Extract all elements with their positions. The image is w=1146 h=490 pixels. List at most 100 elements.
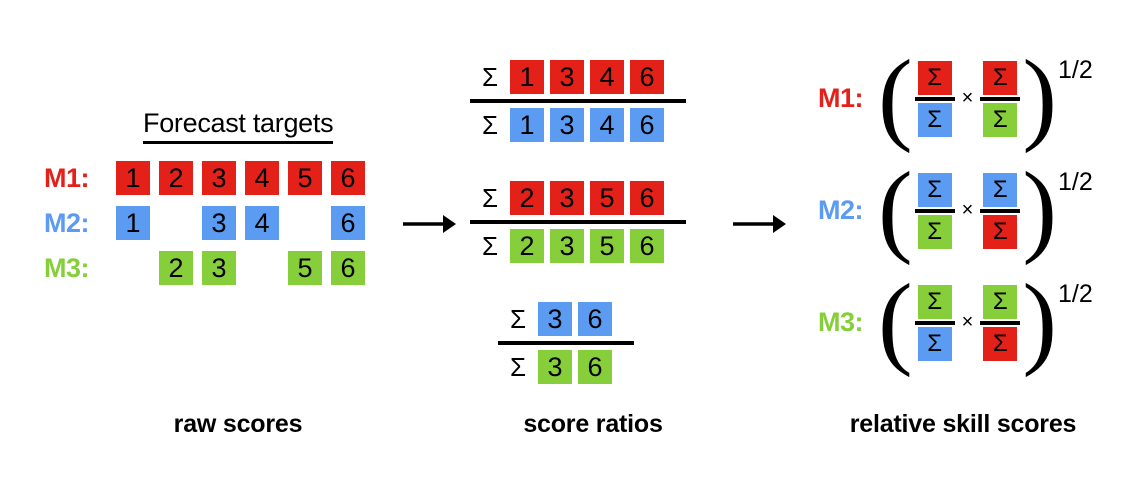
row-label-m2: M2:	[44, 207, 90, 238]
fraction-bar	[470, 99, 686, 103]
caption-raw-scores: raw scores	[173, 410, 303, 438]
sigma-box-numerator: Σ	[983, 60, 1018, 95]
sigma-box-numerator: Σ	[983, 284, 1018, 319]
skill-fraction-term-2: Σ Σ	[980, 284, 1021, 361]
skill-fraction-term-1: Σ Σ	[914, 284, 955, 361]
sigma-box-denominator: Σ	[917, 326, 952, 361]
skill-fraction-term-2: Σ Σ	[980, 172, 1021, 249]
fraction-bar	[914, 320, 955, 325]
sigma-box-numerator: Σ	[917, 172, 952, 207]
ratio-cell: 6	[578, 302, 612, 336]
caption-relative-skill-scores: relative skill scores	[849, 410, 1077, 438]
ratio-cell: 1	[510, 60, 544, 94]
sigma-icon: Σ	[481, 231, 499, 261]
raw-cell: 1	[116, 206, 150, 240]
sigma-icon: Σ	[481, 62, 499, 92]
skill-label-m1: M1:	[818, 83, 864, 114]
skill-fraction-term-1: Σ Σ	[914, 60, 955, 137]
score-ratio-fraction-1: Σ 1 3 4 6 Σ 1 3 4 6	[470, 60, 686, 142]
sigma-box-denominator: Σ	[917, 102, 952, 137]
ratio-cell: 3	[550, 181, 584, 215]
raw-cell-empty	[288, 206, 322, 240]
numerator-cells: 1 3 4 6	[510, 60, 664, 94]
fraction-numerator: Σ 3 6	[498, 302, 634, 336]
sigma-icon: Σ	[481, 110, 499, 140]
fraction-bar	[914, 208, 955, 213]
raw-score-row-m1: M1: 1 2 3 4 5 6	[44, 161, 365, 195]
raw-cell: 4	[245, 206, 279, 240]
raw-cell: 3	[202, 251, 236, 285]
sigma-icon: Σ	[509, 352, 527, 382]
flow-arrow-icon	[403, 215, 456, 233]
fraction-bar	[470, 220, 686, 224]
paren-left: (	[878, 151, 913, 266]
raw-cell: 4	[245, 161, 279, 195]
numerator-cells: 2 3 5 6	[510, 181, 664, 215]
raw-cell: 2	[159, 161, 193, 195]
paren-left: (	[878, 39, 913, 154]
raw-score-row-m3: M3: 2 3 5 6	[44, 251, 365, 285]
ratio-cell: 3	[538, 302, 572, 336]
ratio-cell: 2	[510, 181, 544, 215]
raw-cells-m2: 1 3 4 6	[116, 206, 365, 240]
ratio-cell: 6	[630, 108, 664, 142]
raw-cell: 6	[331, 206, 365, 240]
raw-cell: 1	[116, 161, 150, 195]
raw-score-row-m2: M2: 1 3 4 6	[44, 206, 365, 240]
score-ratio-fraction-3: Σ 3 6 Σ 3 6	[498, 302, 634, 384]
ratio-cell: 6	[630, 229, 664, 263]
exponent-label: 1/2	[1057, 56, 1093, 84]
fraction-numerator: Σ 1 3 4 6	[470, 60, 686, 94]
raw-cell: 3	[202, 161, 236, 195]
ratio-cell: 6	[578, 350, 612, 384]
ratio-cell: 4	[590, 108, 624, 142]
raw-cell: 6	[331, 251, 365, 285]
ratio-cell: 6	[630, 181, 664, 215]
skill-score-row-m2: M2: ( Σ Σ × Σ Σ ) 1/2	[818, 156, 1093, 260]
flow-arrow-icon	[733, 215, 786, 233]
exponent-label: 1/2	[1057, 280, 1093, 308]
sigma-box-numerator: Σ	[983, 172, 1018, 207]
exponent-label: 1/2	[1057, 168, 1093, 196]
multiply-icon: ×	[961, 87, 974, 110]
skill-label-m3: M3:	[818, 307, 864, 338]
skill-fraction-term-2: Σ Σ	[980, 60, 1021, 137]
multiply-icon: ×	[961, 199, 974, 222]
fraction-bar	[980, 96, 1021, 101]
multiply-icon: ×	[961, 311, 974, 334]
fraction-denominator: Σ 3 6	[498, 350, 634, 384]
sigma-box-denominator: Σ	[983, 326, 1018, 361]
raw-cell: 2	[159, 251, 193, 285]
skill-label-m2: M2:	[818, 195, 864, 226]
raw-cell: 3	[202, 206, 236, 240]
forecast-targets-label: Forecast targets	[143, 108, 334, 144]
raw-cell-empty	[245, 251, 279, 285]
raw-cell: 6	[331, 161, 365, 195]
raw-cells-m3: 2 3 5 6	[116, 251, 365, 285]
sigma-box-denominator: Σ	[983, 214, 1018, 249]
paren-left: (	[878, 263, 913, 378]
fraction-denominator: Σ 2 3 5 6	[470, 229, 686, 263]
paren-right: )	[1022, 263, 1057, 378]
ratio-cell: 3	[538, 350, 572, 384]
sigma-box-denominator: Σ	[917, 214, 952, 249]
paren-right: )	[1022, 39, 1057, 154]
fraction-bar	[980, 320, 1021, 325]
ratio-cell: 1	[510, 108, 544, 142]
row-label-m3: M3:	[44, 252, 90, 283]
sigma-icon: Σ	[509, 304, 527, 334]
ratio-cell: 4	[590, 60, 624, 94]
fraction-numerator: Σ 2 3 5 6	[470, 181, 686, 215]
skill-score-row-m1: M1: ( Σ Σ × Σ Σ ) 1/2	[818, 44, 1093, 148]
ratio-cell: 2	[510, 229, 544, 263]
ratio-cell: 3	[550, 108, 584, 142]
forecast-targets-header: Forecast targets	[143, 108, 334, 144]
sigma-box-numerator: Σ	[917, 284, 952, 319]
skill-fraction-term-1: Σ Σ	[914, 172, 955, 249]
caption-score-ratios: score ratios	[523, 410, 663, 438]
sigma-icon: Σ	[481, 183, 499, 213]
raw-cell: 5	[288, 251, 322, 285]
fraction-bar	[914, 96, 955, 101]
ratio-cell: 3	[550, 60, 584, 94]
